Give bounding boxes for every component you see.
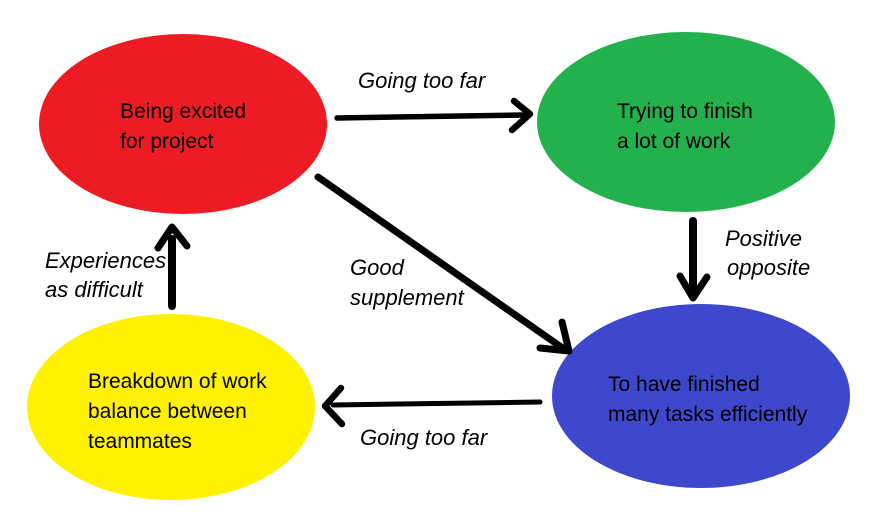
node-breakdown-ellipse [27,314,315,500]
edge-labels-layer: Going too far Positive opposite Good sup… [45,68,810,450]
node-being-excited-label-line2: for project [120,130,214,153]
node-breakdown-label-line3: teammates [88,430,192,453]
arrow-finished-to-breakdown [321,384,543,428]
edge-label-good-supplement-line2: supplement [350,285,465,310]
edge-label-going-too-far-bottom: Going too far [360,425,489,450]
edge-label-positive-opposite-line1: Positive [725,226,802,251]
arrow-excited-to-finished-head [536,318,573,355]
arrow-excited-to-finished [314,173,573,355]
edge-label-positive-opposite-line2: opposite [727,255,810,280]
arrow-trying-to-finished-head [676,272,711,302]
node-trying-to-finish-label-line2: a lot of work [617,130,731,153]
arrow-breakdown-to-excited [154,223,191,310]
node-trying-to-finish-label-line1: Trying to finish [617,100,753,123]
edge-label-experiences-difficult-line2: as difficult [45,277,144,302]
arrows-layer [154,97,711,428]
node-being-excited-ellipse [39,34,327,214]
node-finished-tasks-label-line2: many tasks efficiently [608,403,808,426]
arrow-excited-to-trying-shaft [334,112,527,121]
node-breakdown-label-line1: Breakdown of work [88,370,267,393]
arrow-excited-to-trying-head [508,97,534,134]
arrow-excited-to-trying [334,97,534,134]
node-labels-layer: Being excited for project Trying to fini… [88,100,808,453]
edge-label-good-supplement-line1: Good [350,255,405,280]
nodes-layer [27,32,850,500]
node-finished-tasks-label-line1: To have finished [608,373,760,396]
node-breakdown-label-line2: balance between [88,400,247,423]
arrow-excited-to-finished-shaft [314,173,568,353]
node-being-excited-label-line1: Being excited [120,100,246,123]
arrow-finished-to-breakdown-shaft [330,399,543,408]
arrow-breakdown-to-excited-head [154,223,191,252]
edge-label-experiences-difficult-line1: Experiences [45,248,166,273]
node-finished-tasks-ellipse [552,304,850,488]
node-trying-to-finish-ellipse [537,32,835,212]
edge-label-going-too-far-top: Going too far [358,68,487,93]
arrow-finished-to-breakdown-head [321,384,346,428]
arrow-trying-to-finished [676,217,711,302]
